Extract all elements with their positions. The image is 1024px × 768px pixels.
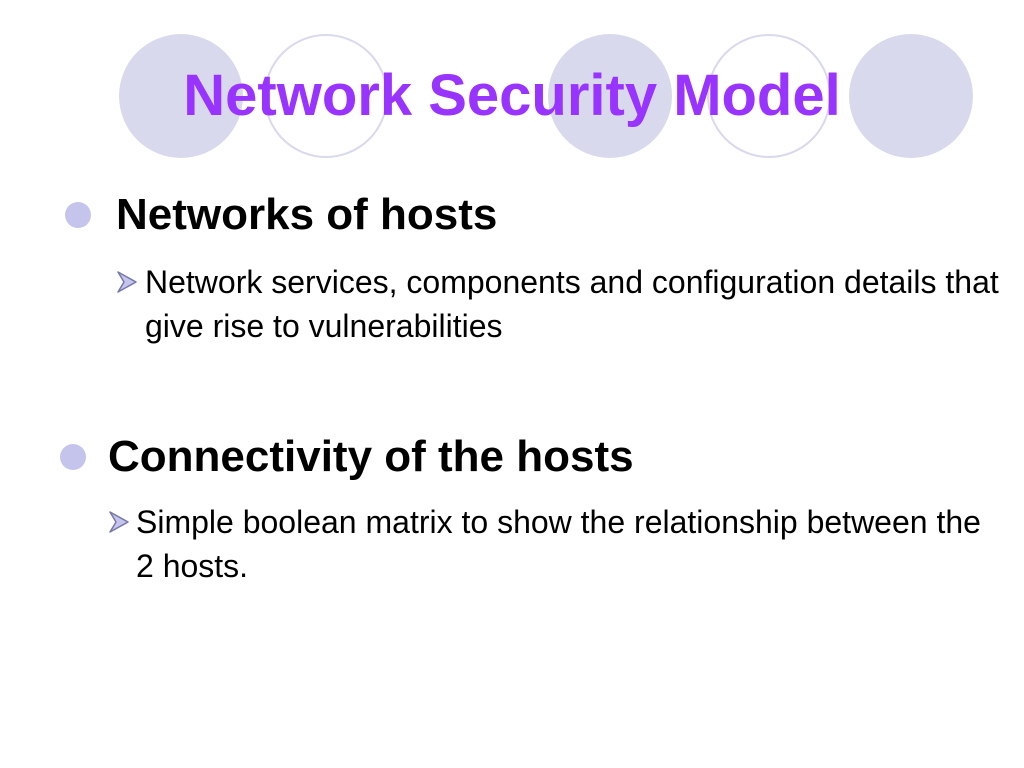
bullet-dot-icon [65, 202, 91, 228]
bullet-subtext: Network services, components and configu… [145, 264, 999, 344]
bullet-dot-icon [60, 444, 86, 470]
decorative-circle-filled [849, 34, 973, 158]
arrow-bullet-icon [109, 511, 129, 533]
slide-title: Network Security Model [183, 63, 841, 128]
decorative-circle-outline [264, 34, 388, 158]
arrow-bullet-icon [117, 271, 137, 293]
decorative-circle-filled [548, 34, 672, 158]
bullet-heading: Networks of hosts [116, 190, 498, 239]
decorative-circle-filled [119, 34, 243, 158]
bullet-heading: Connectivity of the hosts [108, 432, 634, 481]
decorative-circle-outline [707, 34, 831, 158]
bullet-subtext: Simple boolean matrix to show the relati… [136, 504, 981, 584]
